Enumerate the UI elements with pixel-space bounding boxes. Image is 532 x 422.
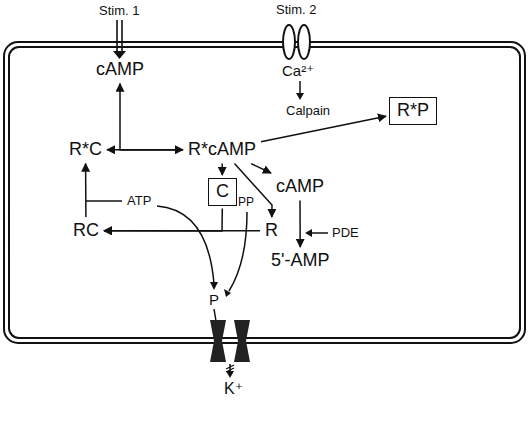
species-label: R*P [397, 100, 429, 120]
potassium-channel [210, 320, 226, 362]
species-label: R*C [69, 139, 102, 159]
calcium-arrow [299, 81, 301, 94]
text-label: K⁺ [224, 380, 243, 398]
arrow-head [305, 229, 312, 237]
arrow-head [296, 93, 304, 100]
stimulus-arrow [121, 20, 123, 52]
calcium-channel [283, 25, 295, 59]
species-node: RC [71, 220, 101, 242]
phosphorylation-curve [157, 206, 214, 284]
outer-membrane [4, 42, 525, 343]
text-label: ATP [127, 194, 151, 209]
species-label: cAMP [276, 176, 324, 196]
boxed-species: R*P [389, 97, 437, 125]
calcium-channel [298, 25, 310, 59]
text-label: PP [238, 196, 254, 210]
species-label: cAMP [96, 59, 144, 79]
edge-label: Calpain [284, 104, 332, 119]
text-label: Stim. 2 [276, 3, 316, 18]
potassium-channel [234, 320, 250, 362]
atp-line [86, 200, 122, 202]
phosphate-bond [214, 309, 216, 321]
species-label: R*cAMP [188, 139, 256, 159]
species-node: R*C [67, 139, 104, 161]
phosphatase-curve [229, 212, 247, 291]
text-label: PDE [332, 226, 359, 241]
reaction-arrow [221, 164, 223, 175]
species-node: cAMP [274, 176, 326, 198]
arrow-head [224, 289, 231, 297]
species-label: 5'-AMP [271, 250, 329, 270]
inner-membrane [9, 47, 520, 338]
species-label: R [265, 220, 278, 240]
text-label: Ca²⁺ [282, 62, 314, 79]
reaction-arrow [261, 116, 386, 142]
text-label: P [209, 291, 219, 308]
reaction-arrow [299, 201, 301, 247]
reaction-arrow [104, 209, 222, 231]
species-node: R [263, 220, 280, 242]
species-label: C [216, 181, 229, 201]
pde-arrow [311, 232, 328, 234]
arrow-head [226, 371, 234, 378]
species-node: 5'-AMP [269, 250, 331, 272]
arrow-head [113, 51, 126, 59]
reaction-arrow [120, 84, 183, 150]
boxed-species: C [208, 178, 237, 206]
text-label: Stim. 1 [99, 4, 139, 19]
reaction-arrow [251, 164, 271, 173]
reaction-arrow [235, 164, 273, 217]
stimulus-arrow [116, 20, 118, 52]
species-label: RC [73, 220, 99, 240]
species-node: cAMP [94, 59, 146, 81]
arrow-head [210, 282, 218, 290]
reaction-arrow [85, 164, 87, 217]
species-node: R*cAMP [186, 139, 258, 161]
